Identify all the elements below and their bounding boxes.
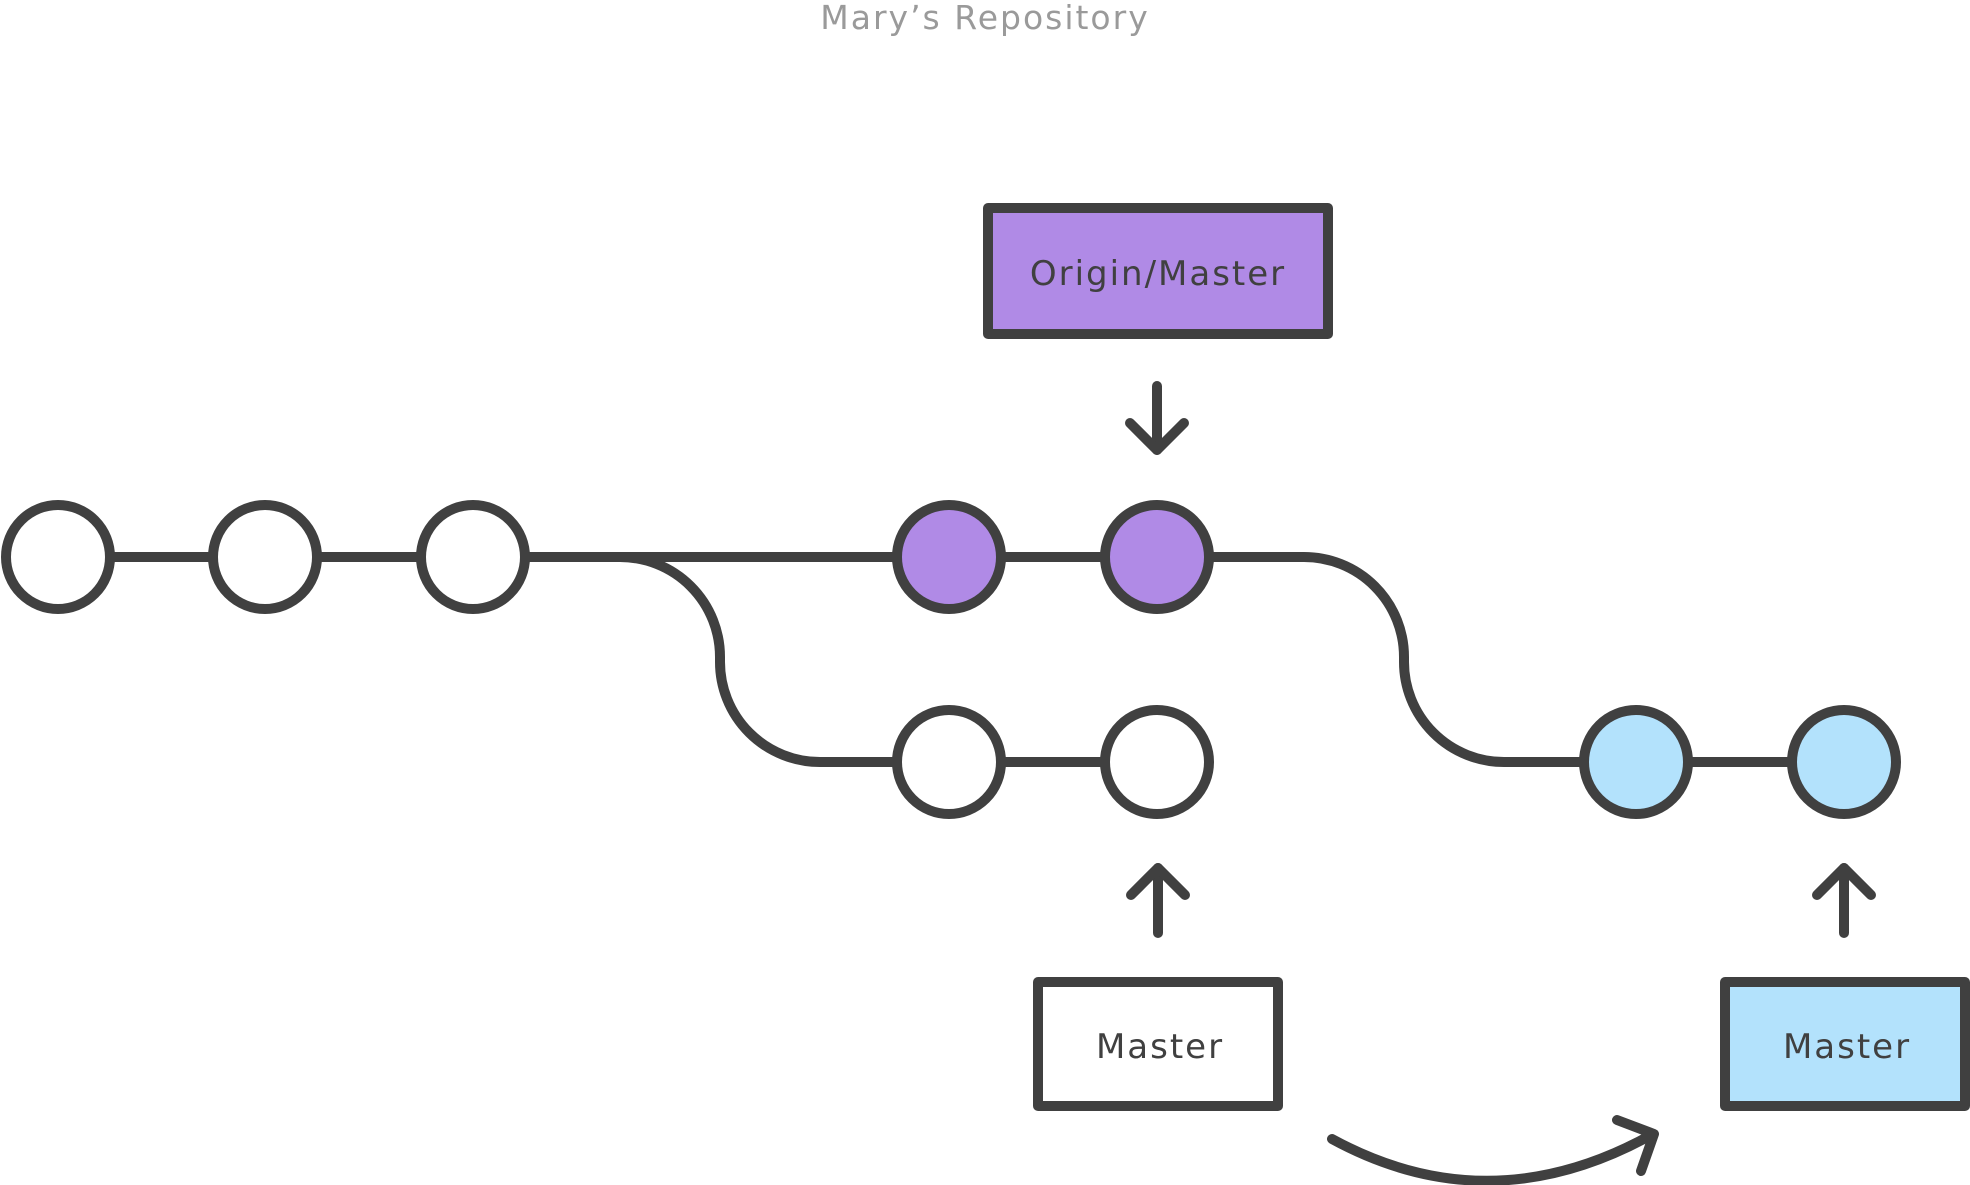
- edge-branch-rebased: [1152, 552, 1849, 767]
- master-new-label: Master: [1783, 1027, 1911, 1067]
- master-new-box: [1720, 977, 1970, 1111]
- arrow-up-icon: [1812, 863, 1876, 938]
- arrow-up-icon: [1126, 863, 1190, 938]
- commit-r1: [1579, 705, 1693, 819]
- master-old-label: Master: [1096, 1027, 1224, 1067]
- diagram-title: Mary’s Repository: [820, 0, 1150, 37]
- commit-o2: [1100, 500, 1214, 614]
- master-old-box: [1033, 977, 1283, 1111]
- arrow-down-icon: [1125, 381, 1189, 455]
- origin-master-box: [983, 203, 1333, 339]
- origin-master-label: Origin/Master: [1030, 254, 1286, 294]
- commit-o1: [892, 500, 1006, 614]
- commit-l1: [892, 705, 1006, 819]
- commit-r2: [1787, 705, 1901, 819]
- edge-branch-local: [615, 552, 1162, 767]
- commit-c2: [208, 500, 322, 614]
- commit-c1: [1, 500, 115, 614]
- curved-arrow-icon: [1327, 1115, 1659, 1185]
- commit-l2: [1100, 705, 1214, 819]
- commit-c3: [416, 500, 530, 614]
